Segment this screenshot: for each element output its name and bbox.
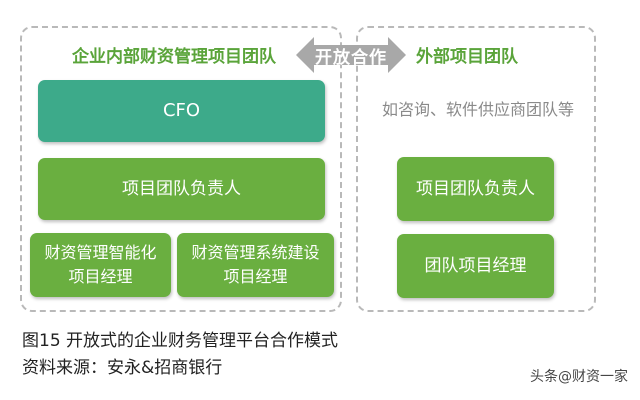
system-build-line2: 项目经理 <box>223 267 288 286</box>
external-lead-box: 项目团队负责人 <box>397 157 554 221</box>
cfo-label: CFO <box>162 100 201 121</box>
external-team-title: 外部项目团队 <box>412 42 522 67</box>
connector-label: 开放合作 <box>315 47 387 68</box>
external-pm-box: 团队项目经理 <box>397 234 554 298</box>
external-team-note: 如咨询、软件供应商团队等 <box>381 100 574 119</box>
smart-finance-line1: 财资管理智能化 <box>44 243 157 262</box>
smart-finance-line2: 项目经理 <box>68 267 133 286</box>
watermark: 头条@财资一家 <box>530 369 628 385</box>
source-caption: 资料来源：安永&招商银行 <box>22 358 223 378</box>
internal-lead-box: 项目团队负责人 <box>38 158 325 220</box>
internal-lead-label: 项目团队负责人 <box>122 179 241 199</box>
double-arrow-icon <box>296 37 406 73</box>
system-build-line1: 财资管理系统建设 <box>191 243 320 262</box>
system-build-pm-box: 财资管理系统建设 项目经理 <box>177 233 334 297</box>
figure-caption: 图15 开放式的企业财务管理平台合作模式 <box>22 331 339 351</box>
internal-team-panel <box>20 26 342 312</box>
smart-finance-pm-box: 财资管理智能化 项目经理 <box>30 233 171 297</box>
cfo-box: CFO <box>38 80 325 142</box>
external-pm-label: 团队项目经理 <box>424 256 527 276</box>
external-team-panel <box>356 26 596 312</box>
external-lead-label: 项目团队负责人 <box>416 179 535 199</box>
internal-team-title: 企业内部财资管理项目团队 <box>68 42 280 67</box>
